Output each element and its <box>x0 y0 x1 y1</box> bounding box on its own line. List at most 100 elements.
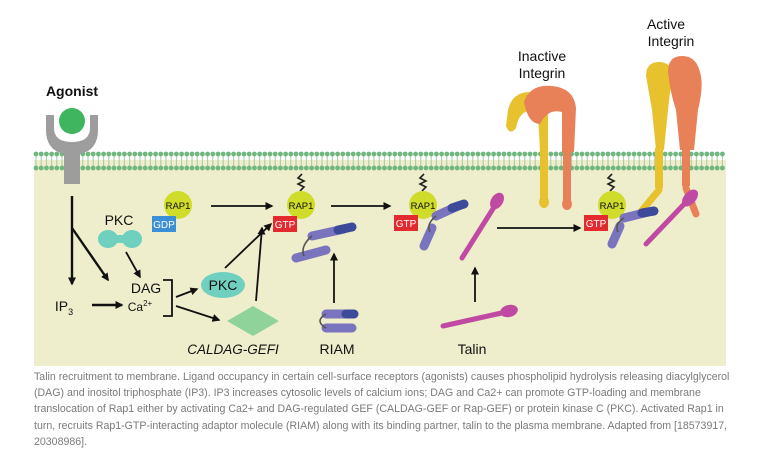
lipid-head <box>621 151 626 157</box>
lipid-head <box>418 165 424 171</box>
lipid-head <box>626 165 632 171</box>
lipid-head <box>574 151 580 157</box>
lipid-head <box>231 165 237 171</box>
lipid-head <box>356 151 361 157</box>
lipid-head <box>153 151 159 157</box>
lipid-head <box>106 165 112 171</box>
rap1-label: RAP1 <box>600 201 625 212</box>
gtp-box <box>394 215 418 231</box>
lipid-head <box>506 151 512 157</box>
lipid-head <box>714 165 720 171</box>
lipid-head <box>704 165 710 171</box>
riam-label: RIAM <box>320 341 355 357</box>
rap1-label: RAP1 <box>166 201 191 212</box>
lipid-head <box>163 151 169 157</box>
pkc-top-label: PKC <box>105 212 134 228</box>
lipid-head <box>558 151 564 157</box>
lipid-head <box>413 165 418 171</box>
lipid-head <box>595 151 600 157</box>
lipid-head <box>200 151 205 157</box>
lipid-head <box>501 151 507 157</box>
cytoplasm-region <box>34 160 726 366</box>
gtp-box <box>584 215 608 231</box>
lipid-head <box>486 151 491 157</box>
gdp-label: GDP <box>153 220 175 231</box>
lipid-head <box>579 151 585 157</box>
lipid-head <box>382 151 387 157</box>
lipid-head <box>631 151 637 157</box>
lipid-head <box>558 165 564 171</box>
lipid-head <box>491 151 496 157</box>
lipid-head <box>600 165 606 171</box>
inactive-integrin <box>506 85 576 210</box>
rap1-talin-at-integrin: RAP1 GTP <box>584 173 699 249</box>
lipid-head <box>236 165 242 171</box>
lipid-head <box>184 151 190 157</box>
lipid-head <box>309 151 314 157</box>
lipid-head <box>439 165 444 171</box>
lipid-head <box>616 165 621 171</box>
inactive-integrin-label-line2: Integrin <box>519 65 566 81</box>
lipid-head <box>44 165 49 171</box>
lipid-head <box>309 165 314 171</box>
lipid-head <box>408 151 413 157</box>
lipid-head <box>148 151 153 157</box>
lipid-head <box>127 151 132 157</box>
lipid-head <box>590 165 595 171</box>
lipid-head <box>610 165 616 171</box>
rap1-gtp-membrane: RAP1 GTP <box>273 173 315 232</box>
lipid-head <box>668 151 673 157</box>
lipid-head <box>595 165 600 171</box>
lipid-head <box>548 151 554 157</box>
lipid-head <box>168 151 174 157</box>
lipid-head <box>236 151 242 157</box>
lipid-head <box>111 151 117 157</box>
lipid-head <box>49 151 54 157</box>
lipid-head <box>215 165 221 171</box>
rap1-protein <box>164 191 192 219</box>
figure-caption: Talin recruitment to membrane. Ligand oc… <box>34 371 730 448</box>
gtp-label: GTP <box>396 219 417 230</box>
lipid-head <box>600 151 606 157</box>
lipid-head <box>220 151 226 157</box>
lipid-head <box>246 165 252 171</box>
lipid-head <box>168 165 174 171</box>
lipid-head <box>673 151 678 157</box>
lipid-head <box>678 165 684 171</box>
lipid-head <box>590 151 595 157</box>
lipid-head <box>324 165 330 171</box>
lipid-head <box>54 151 60 157</box>
lipid-head <box>174 151 179 157</box>
lipid-head <box>382 165 387 171</box>
rap1-protein <box>598 191 626 219</box>
lipid-head <box>631 165 637 171</box>
lipid-head <box>85 151 91 157</box>
lipid-head <box>662 165 668 171</box>
lipid-head <box>163 165 169 171</box>
lipid-head <box>174 165 179 171</box>
lipid-head <box>101 151 106 157</box>
lipid-head <box>642 151 647 157</box>
lipid-head <box>272 151 278 157</box>
lipid-head <box>642 165 647 171</box>
lipid-head <box>548 165 554 171</box>
lipid-head <box>90 151 96 157</box>
lipid-head <box>148 165 153 171</box>
lipid-head <box>205 165 211 171</box>
lipid-head <box>475 165 481 171</box>
lipid-head <box>304 165 309 171</box>
lipid-head <box>96 165 101 171</box>
rap1-protein <box>287 191 315 219</box>
lipid-head <box>636 165 642 171</box>
lipid-head <box>267 165 273 171</box>
lipid-head <box>44 151 49 157</box>
lipid-head <box>298 165 304 171</box>
lipid-head <box>699 151 704 157</box>
lipid-head <box>304 151 309 157</box>
lipid-head <box>532 151 538 157</box>
lipid-head <box>179 165 185 171</box>
lipid-head <box>460 165 465 171</box>
lipid-head <box>142 165 148 171</box>
rap1-riam-talin-complex: RAP1 GTP <box>394 173 504 261</box>
